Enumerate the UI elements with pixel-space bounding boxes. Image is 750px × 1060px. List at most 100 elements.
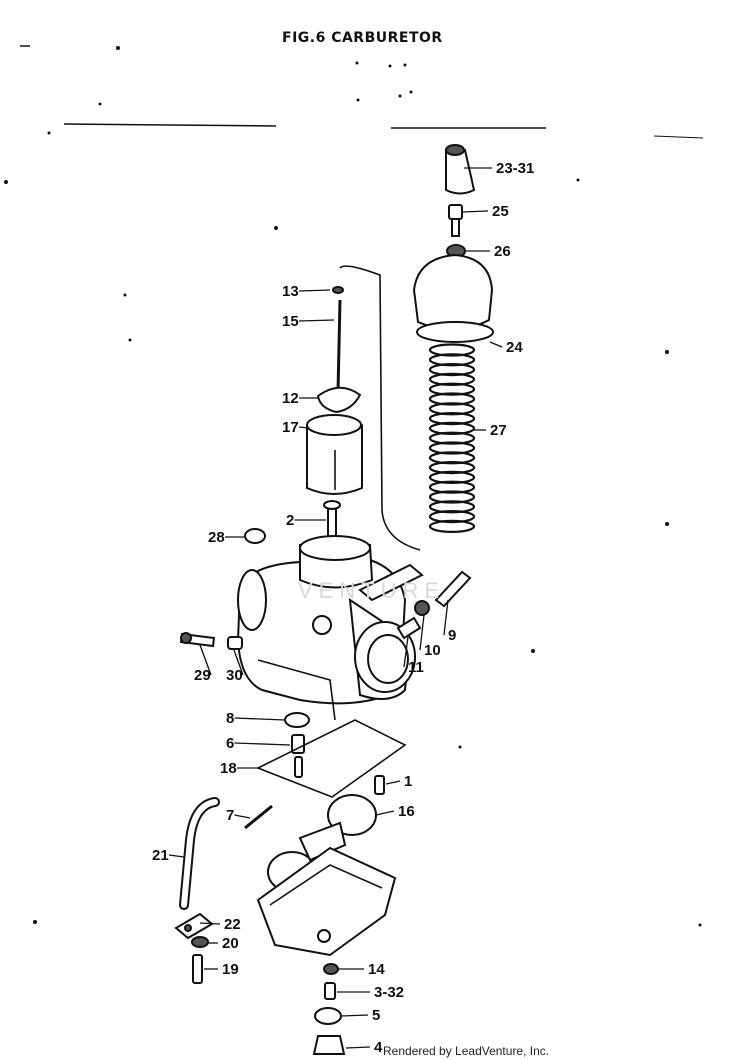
float-chamber [256, 846, 397, 957]
callout-label: 22 [224, 916, 241, 933]
air-screw-spring [414, 600, 430, 616]
drain-screw [324, 982, 336, 1000]
callout-leader [234, 814, 251, 819]
callout-label: 11 [408, 659, 424, 676]
callout-leader [199, 644, 212, 676]
float-pin [244, 804, 273, 830]
callout-label: 19 [222, 961, 239, 978]
callout-label: 28 [208, 529, 225, 546]
main-jet [291, 734, 305, 778]
callout-label: 27 [490, 422, 507, 439]
callout-label: 8 [226, 710, 234, 727]
washer [191, 936, 209, 948]
render-credit: Rendered by LeadVenture, Inc. [383, 1044, 550, 1058]
callout-label: 29 [194, 667, 211, 684]
callout-leader [385, 780, 401, 785]
mixing-chamber-top [412, 253, 494, 343]
callout-leader [298, 289, 331, 292]
callout-leader [234, 742, 291, 746]
callout-label: 4 [374, 1039, 383, 1056]
callout-label: 25 [492, 203, 509, 220]
callout-label: 17 [282, 419, 299, 436]
figure-title: FIG.6 CARBURETOR [282, 30, 443, 46]
throttle-stop-screw [396, 616, 422, 640]
spring-coil [428, 500, 476, 514]
spring-coil [428, 421, 476, 435]
callout-label: 30 [226, 667, 243, 684]
spring-coil [428, 372, 476, 386]
callout-label: 16 [398, 803, 415, 820]
callout-label: 18 [220, 760, 237, 777]
watermark: VENTURE [298, 578, 446, 603]
callout-label: 7 [226, 807, 234, 824]
callout-label: 24 [506, 339, 523, 356]
pilot-screw [179, 632, 216, 648]
callout-leader [168, 854, 185, 858]
spring-coil [428, 431, 476, 445]
callout-label: 21 [152, 847, 169, 864]
callout-label: 2 [286, 512, 294, 529]
callout-leader [298, 319, 335, 322]
callout-leader [489, 341, 503, 348]
callout-leader [403, 636, 409, 668]
callout-leader [443, 599, 449, 636]
cable-adjuster-cap [445, 144, 476, 195]
callout-label: 20 [222, 935, 239, 952]
spring-coil [428, 392, 476, 406]
jet-needle [336, 299, 342, 393]
spring-coil [428, 470, 476, 484]
chamber-screw [192, 954, 203, 984]
callout-leader [233, 649, 244, 676]
needle-clip [332, 286, 344, 294]
spring-coil [428, 412, 476, 426]
jet-washer [284, 712, 310, 728]
needle-retainer-plate [316, 386, 362, 414]
spring-coil [428, 490, 476, 504]
callout-label: 12 [282, 390, 299, 407]
callout-label: 26 [494, 243, 511, 260]
spring-coil [428, 441, 476, 455]
adjuster-screw [448, 204, 463, 237]
drain-plug [323, 963, 339, 975]
spring-coil [428, 382, 476, 396]
spring-coil [428, 353, 476, 367]
spring-coil [428, 519, 476, 534]
plug-gasket [314, 1007, 342, 1025]
float [267, 794, 377, 893]
throttle-valve [306, 414, 363, 495]
callout-leader [419, 614, 425, 651]
spring-coil [428, 451, 476, 465]
callout-leader [461, 210, 489, 213]
spring-coil [428, 343, 476, 357]
callout-label: 9 [448, 627, 456, 644]
callout-label: 13 [282, 283, 299, 300]
callout-leader [340, 1014, 369, 1017]
callout-label: 3-32 [374, 984, 404, 1001]
callout-label: 10 [424, 642, 441, 659]
callout-leader [375, 810, 395, 816]
callout-leader [199, 922, 221, 925]
callout-label: 5 [372, 1007, 380, 1024]
callout-label: 23-31 [496, 160, 534, 177]
carburetor-body [236, 535, 424, 721]
pilot-screw-spring [227, 636, 243, 650]
callout-label: 15 [282, 313, 299, 330]
throttle-valve-spring [428, 343, 476, 534]
callout-label: 6 [226, 735, 234, 752]
callout-leader [298, 426, 309, 429]
spring-coil [428, 363, 476, 377]
callout-label: 14 [368, 961, 385, 978]
float-chamber-gasket [256, 719, 407, 798]
o-ring [244, 528, 266, 544]
spring-coil [428, 402, 476, 416]
scan-specks [4, 45, 704, 927]
pilot-jet [374, 775, 385, 795]
spring-coil [428, 461, 476, 475]
spring-coil [428, 509, 476, 524]
callout-label: 1 [404, 773, 412, 790]
tube-clamp [174, 912, 214, 940]
callout-leader [345, 1046, 371, 1049]
air-screw [434, 570, 472, 608]
